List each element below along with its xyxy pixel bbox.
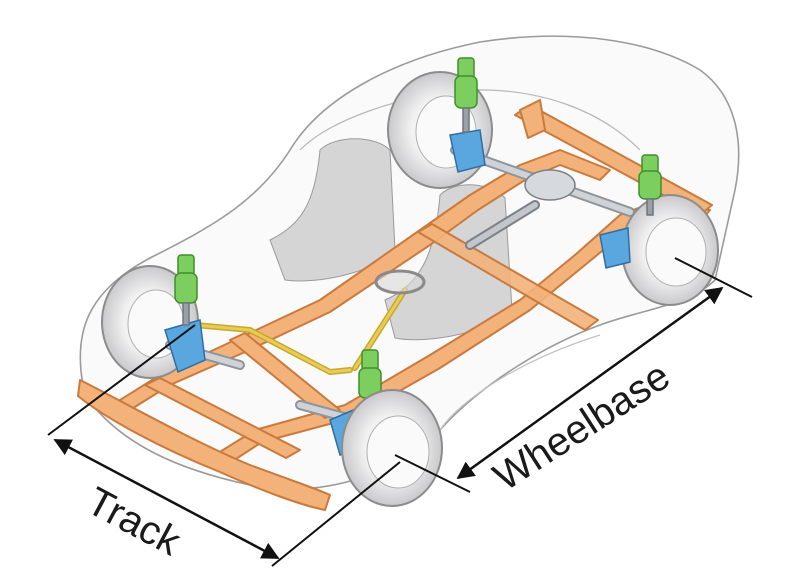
wheelbase-arrow xyxy=(456,286,724,480)
differential xyxy=(524,169,576,201)
hub-rear-left xyxy=(449,129,486,173)
track-arrow xyxy=(53,438,280,560)
spring-rear-right xyxy=(638,154,662,216)
suspension-springs xyxy=(174,57,662,417)
rear-right-wheel xyxy=(621,194,719,306)
track-leader-left xyxy=(47,324,196,436)
seat-left xyxy=(269,138,396,282)
spring-front-left xyxy=(174,254,198,326)
wheelbase-leader-rear xyxy=(674,257,753,298)
steering-linkage xyxy=(192,269,426,375)
front-right-wheel xyxy=(341,389,443,507)
track-label: Track xyxy=(80,479,189,565)
spring-rear-left xyxy=(454,57,478,133)
wheelbase-label: Wheelbase xyxy=(486,354,678,500)
track-leader-right xyxy=(271,461,401,567)
wheelbase-leader-front xyxy=(394,454,471,493)
hub-rear-right xyxy=(599,227,631,269)
steering-wheel xyxy=(374,269,426,295)
